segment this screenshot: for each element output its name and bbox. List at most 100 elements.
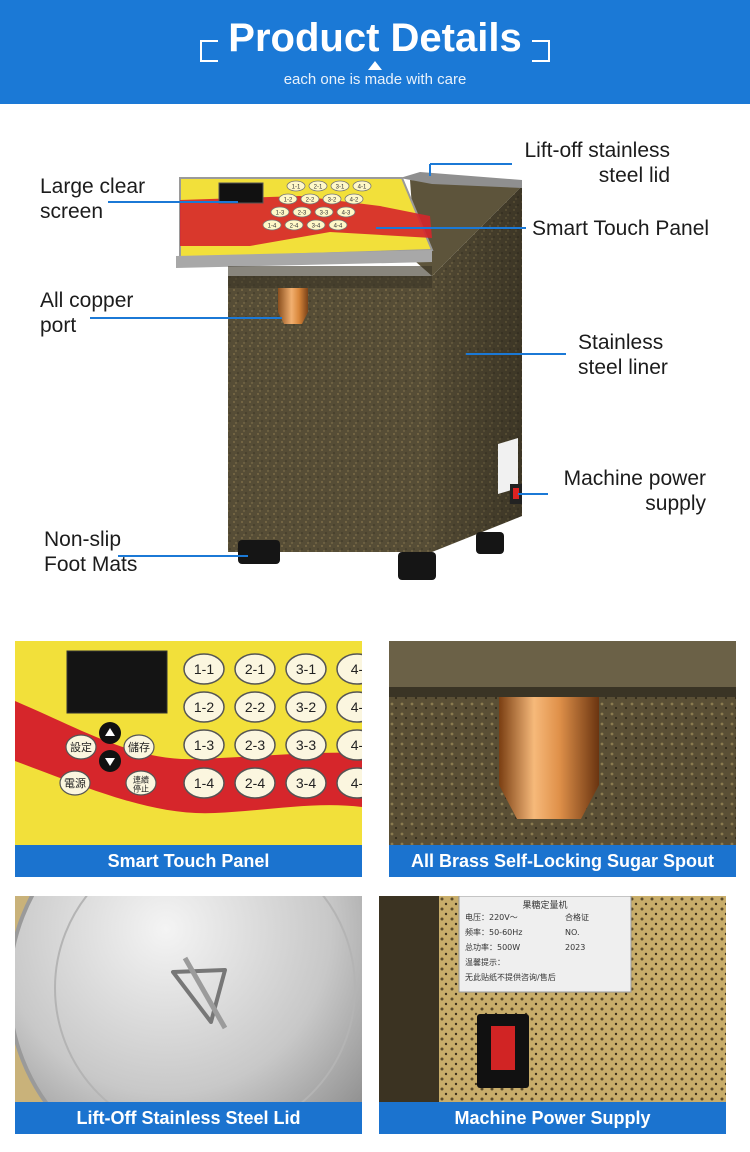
spec-plate-title: 果糖定量机 — [522, 899, 567, 911]
svg-text:4-3: 4-3 — [342, 211, 351, 217]
keypad-key: 4- — [336, 729, 362, 761]
svg-text:停止: 停止 — [133, 784, 149, 794]
svg-text:1-4: 1-4 — [268, 224, 277, 230]
callout-copper-port: All copper port — [40, 288, 133, 338]
callout-lid-line2: steel lid — [598, 164, 670, 187]
callout-liner-line1: Stainless — [578, 331, 664, 354]
photo-spout: All Brass Self-Locking Sugar Spout — [389, 641, 736, 877]
triangle-decoration — [368, 61, 382, 70]
arrow-up-icon — [99, 722, 121, 744]
spec-plate-line: 温馨提示： — [465, 957, 505, 967]
keypad-key: 2-2 — [234, 691, 276, 723]
page-title: Product Details — [228, 16, 522, 60]
svg-text:1-2: 1-2 — [284, 198, 293, 204]
callout-liner-line2: steel liner — [578, 356, 668, 379]
svg-text:1-2: 1-2 — [194, 699, 214, 715]
svg-text:電源: 電源 — [64, 776, 86, 790]
keypad-key: 4- — [336, 653, 362, 685]
machine-side-face — [432, 186, 522, 552]
svg-text:儲存: 儲存 — [128, 740, 150, 754]
callout-copper-port-line1: All copper — [40, 289, 134, 312]
svg-text:3-4: 3-4 — [312, 224, 321, 230]
machine-key: 3-1 — [330, 180, 350, 192]
machine-key: 2-1 — [308, 180, 328, 192]
svg-text:4-: 4- — [351, 737, 362, 753]
machine-key: 3-4 — [306, 219, 326, 231]
machine-key: 1-2 — [278, 193, 298, 205]
header-banner: Product Details each one is made with ca… — [0, 0, 750, 104]
svg-text:1-3: 1-3 — [276, 211, 285, 217]
callout-screen: Large clear screen — [40, 174, 145, 224]
svg-text:3-1: 3-1 — [336, 185, 345, 191]
keypad-key: 1-2 — [183, 691, 225, 723]
callout-lid: Lift-off stainless steel lid — [480, 138, 670, 188]
power-image: 果糖定量机电压：220V～频率：50-60Hz总功率：500W温馨提示：无此贴纸… — [379, 896, 726, 1134]
callout-screen-line1: Large clear — [40, 175, 146, 198]
svg-text:3-2: 3-2 — [328, 198, 337, 204]
caption-power: Machine Power Supply — [379, 1102, 726, 1134]
machine-key: 4-2 — [344, 193, 364, 205]
caption-touch-panel: Smart Touch Panel — [15, 845, 362, 877]
spout-image — [389, 641, 736, 877]
keypad-key: 3-1 — [285, 653, 327, 685]
function-button: 儲存 — [123, 734, 155, 760]
machine-key: 4-4 — [328, 219, 348, 231]
svg-text:3-1: 3-1 — [296, 661, 316, 677]
svg-text:2-1: 2-1 — [245, 661, 265, 677]
svg-text:2-3: 2-3 — [245, 737, 265, 753]
svg-text:4-2: 4-2 — [350, 198, 359, 204]
callout-feet: Non-slip Foot Mats — [44, 527, 137, 577]
machine-key: 1-1 — [286, 180, 306, 192]
keypad-key: 1-4 — [183, 767, 225, 799]
machine-key: 4-3 — [336, 206, 356, 218]
keypad-key: 2-3 — [234, 729, 276, 761]
machine-key: 1-3 — [270, 206, 290, 218]
machine-key: 2-2 — [300, 193, 320, 205]
keypad-key: 3-2 — [285, 691, 327, 723]
svg-text:4-1: 4-1 — [358, 185, 367, 191]
spec-plate-side-line: 合格证 — [565, 912, 589, 922]
bracket-right-decoration — [532, 40, 550, 62]
svg-text:4-: 4- — [351, 699, 362, 715]
svg-text:4-: 4- — [351, 775, 362, 791]
spec-plate-line: 电压：220V～ — [465, 912, 518, 922]
lid-image — [15, 896, 362, 1134]
caption-spout: All Brass Self-Locking Sugar Spout — [389, 845, 736, 877]
machine-key: 2-4 — [284, 219, 304, 231]
callout-lid-line1: Lift-off stainless — [524, 139, 670, 162]
svg-text:4-: 4- — [351, 661, 362, 677]
callout-feet-line1: Non-slip — [44, 528, 122, 551]
keypad-key: 2-4 — [234, 767, 276, 799]
svg-text:4-4: 4-4 — [334, 224, 343, 230]
callout-screen-line2: screen — [40, 200, 104, 223]
callout-power: Machine power supply — [546, 466, 706, 516]
svg-text:3-4: 3-4 — [296, 775, 316, 791]
svg-text:2-3: 2-3 — [298, 211, 307, 217]
svg-text:2-1: 2-1 — [314, 185, 323, 191]
spec-plate-line: 频率：50-60Hz — [465, 927, 522, 937]
spec-plate-side-line: NO. — [565, 928, 580, 937]
svg-text:1-1: 1-1 — [194, 661, 214, 677]
spec-plate-side-line: 2023 — [565, 943, 585, 952]
machine-key: 2-3 — [292, 206, 312, 218]
keypad-key: 1-3 — [183, 729, 225, 761]
function-button: 設定 — [65, 734, 97, 760]
callout-feet-line2: Foot Mats — [44, 553, 138, 576]
function-button: 電源 — [59, 770, 91, 796]
caption-lid: Lift-Off Stainless Steel Lid — [15, 1102, 362, 1134]
spec-plate-line: 无此贴纸不提供咨询/售后 — [465, 972, 556, 982]
svg-text:2-4: 2-4 — [290, 224, 299, 230]
svg-text:3-2: 3-2 — [296, 699, 316, 715]
svg-text:設定: 設定 — [70, 740, 92, 754]
machine-key: 3-3 — [314, 206, 334, 218]
keypad-key: 3-4 — [285, 767, 327, 799]
machine-key: 1-4 — [262, 219, 282, 231]
keypad-key: 4- — [336, 691, 362, 723]
svg-text:3-3: 3-3 — [320, 211, 329, 217]
svg-text:2-4: 2-4 — [245, 775, 265, 791]
svg-text:1-4: 1-4 — [194, 775, 214, 791]
bracket-left-decoration — [200, 40, 218, 62]
page-subtitle: each one is made with care — [283, 71, 467, 88]
